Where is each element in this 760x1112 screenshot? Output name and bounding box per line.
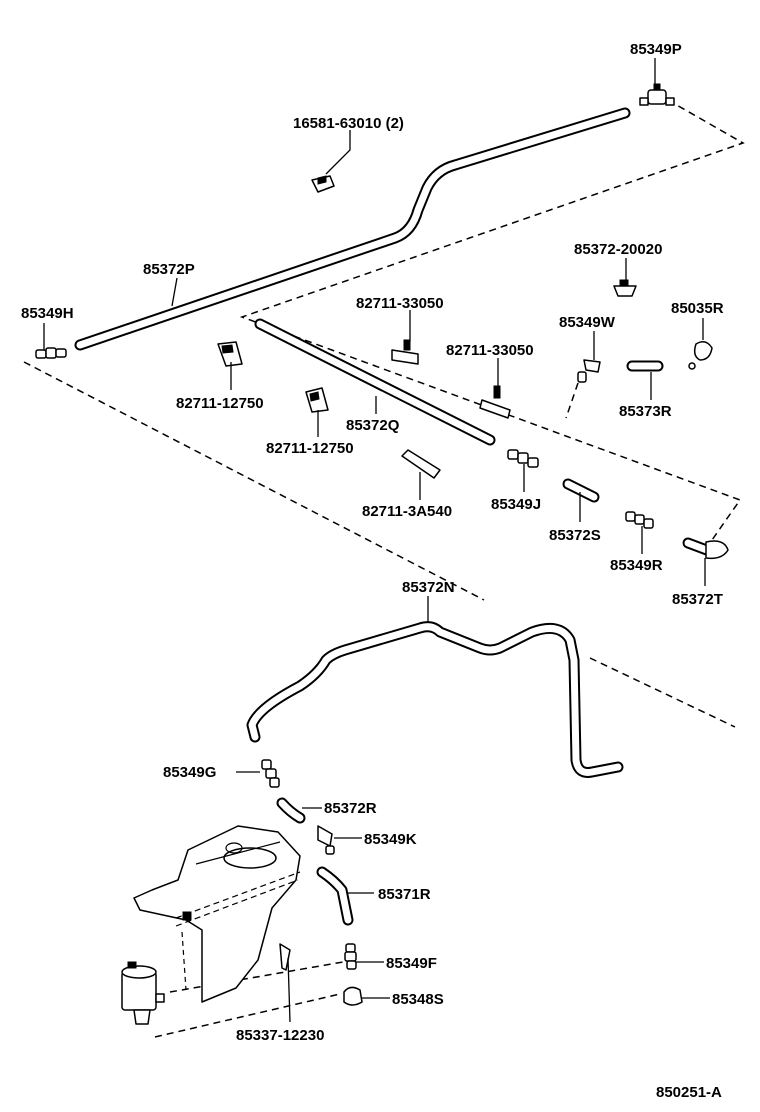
clip-82711-12750-a [217, 341, 243, 367]
hose-85372N [246, 621, 624, 778]
label-85371R: 85371R [378, 886, 431, 903]
hose-85372R [276, 797, 306, 824]
hose-85371R [316, 866, 354, 926]
label-85348S: 85348S [392, 991, 444, 1008]
joint-85349P [639, 83, 675, 106]
joint-85349F [344, 943, 357, 970]
washer-pump [121, 961, 165, 1025]
label-82711-3A540: 82711-3A540 [362, 503, 452, 520]
hose-85372S [562, 478, 600, 503]
label-85372T: 85372T [672, 591, 723, 608]
cap-85348S [343, 986, 363, 1006]
nozzle-85035R [688, 341, 713, 370]
label-85349R: 85349R [610, 557, 663, 574]
joint-85349R [625, 511, 654, 529]
diagram-id: 850251-A [656, 1084, 722, 1101]
label-82711-12750-a: 82711-12750 [176, 395, 264, 412]
joint-85349G [261, 759, 280, 788]
label-16581-63010: 16581-63010 (2) [293, 115, 404, 132]
leader-lines [43, 58, 706, 1023]
label-82711-12750-b: 82711-12750 [266, 440, 354, 457]
label-85349G: 85349G [163, 764, 216, 781]
hose-85372P [74, 107, 631, 351]
joint-85349K [317, 825, 335, 855]
clip-82711-12750-b [305, 387, 329, 413]
label-85372Q: 85372Q [346, 417, 400, 434]
label-85349P: 85349P [630, 41, 682, 58]
clip-82711-3A540 [401, 449, 441, 479]
clip-85337-12230 [279, 943, 291, 971]
label-85373R: 85373R [619, 403, 672, 420]
label-85372R: 85372R [324, 800, 377, 817]
label-85372N: 85372N [402, 579, 455, 596]
part-labels: 85349P 16581-63010 (2) 85372P 85349H 853… [21, 41, 724, 1101]
washer-tank [133, 825, 301, 1003]
label-85372-20020: 85372-20020 [574, 241, 662, 258]
label-82711-33050-b: 82711-33050 [446, 342, 534, 359]
label-85349W: 85349W [559, 314, 616, 331]
label-85349J: 85349J [491, 496, 541, 513]
clip-82711-33050-a [391, 339, 419, 365]
label-85337-12230: 85337-12230 [236, 1027, 324, 1044]
hose-85372Q [254, 318, 496, 446]
label-85372S: 85372S [549, 527, 601, 544]
hose-85372T [682, 537, 729, 560]
joint-85349H [35, 347, 67, 359]
joint-85349W [577, 359, 601, 383]
joint-85349J [507, 449, 539, 468]
clip-16581-63010 [311, 175, 335, 193]
label-82711-33050-a: 82711-33050 [356, 295, 444, 312]
label-85349H: 85349H [21, 305, 74, 322]
clip-85372-20020 [613, 279, 637, 297]
label-85349F: 85349F [386, 955, 437, 972]
label-85349K: 85349K [364, 831, 417, 848]
dashed-guide-lines [23, 99, 745, 1038]
label-85035R: 85035R [671, 300, 724, 317]
label-85372P: 85372P [143, 261, 195, 278]
clip-82711-33050-b [479, 385, 511, 419]
